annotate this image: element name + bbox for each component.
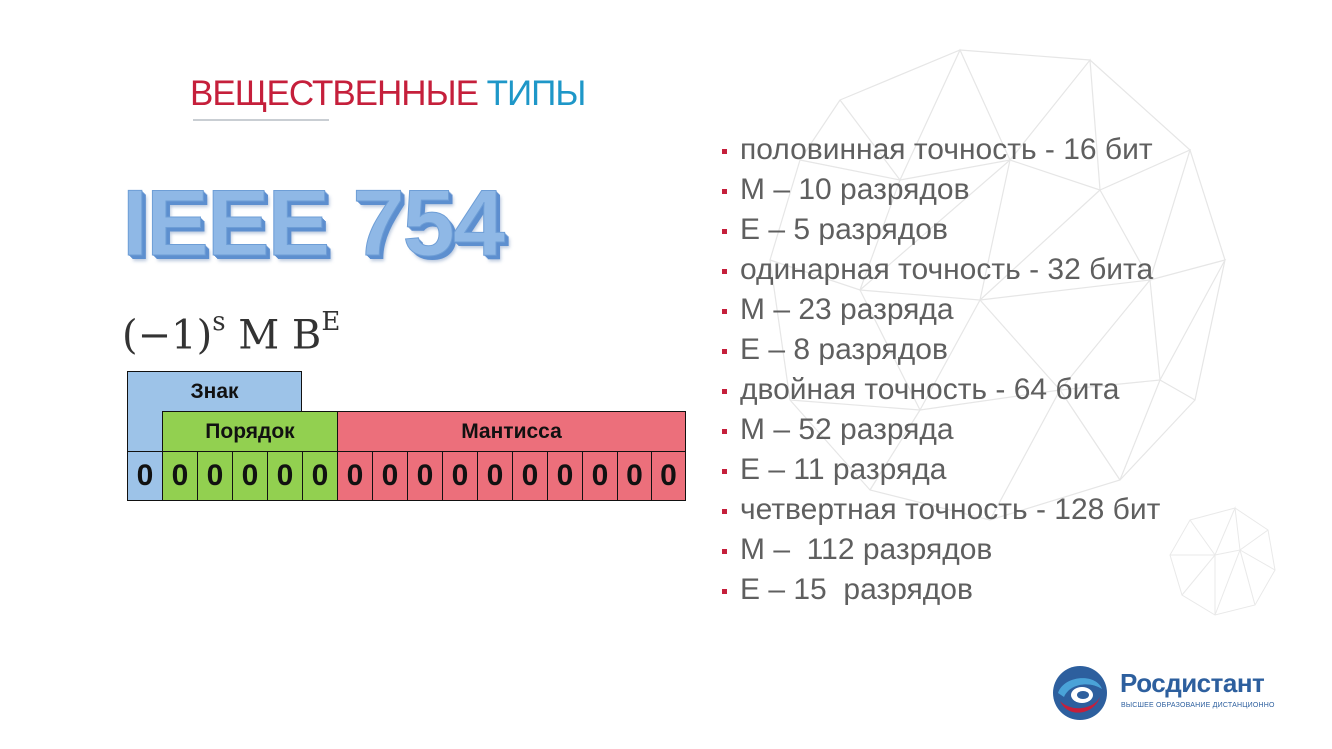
mantissa-bit: 0 <box>547 451 583 501</box>
sign-column-fill <box>128 410 162 452</box>
bullet-square-icon <box>722 469 727 474</box>
slide-title-part2: ТИПЫ <box>477 74 587 113</box>
sign-bit: 0 <box>127 451 163 501</box>
list-item: двойная точность - 64 бита <box>720 370 1160 410</box>
exponent-bit: 0 <box>232 451 268 501</box>
bullet-square-icon <box>722 549 727 554</box>
bullet-square-icon <box>722 229 727 234</box>
title-underline <box>193 119 329 121</box>
formula-sign-exponent: s <box>212 307 226 337</box>
formula-exponent: E <box>321 307 341 337</box>
list-item-text: М – 52 разряда <box>740 413 954 446</box>
list-item: Е – 15 разрядов <box>720 570 1160 610</box>
list-item-text: двойная точность - 64 бита <box>740 373 1120 406</box>
exponent-bit: 0 <box>197 451 233 501</box>
bullet-square-icon <box>722 149 727 154</box>
list-item-text: М – 23 разряда <box>740 293 954 326</box>
rosdistant-logo-icon <box>1053 666 1107 720</box>
list-item: одинарная точность - 32 бита <box>720 250 1160 290</box>
bullet-square-icon <box>722 389 727 394</box>
list-item-text: Е – 11 разряда <box>740 453 947 486</box>
mantissa-bit: 0 <box>372 451 408 501</box>
mantissa-bit: 0 <box>407 451 443 501</box>
brand-tagline: ВЫСШЕЕ ОБРАЗОВАНИЕ ДИСТАНЦИОННО <box>1121 702 1275 709</box>
mantissa-bit: 0 <box>337 451 373 501</box>
list-item-text: Е – 15 разрядов <box>740 573 973 606</box>
list-item-text: Е – 8 разрядов <box>740 333 948 366</box>
list-item: Е – 11 разряда <box>720 450 1160 490</box>
mantissa-bit: 0 <box>651 451 686 501</box>
exponent-label: Порядок <box>162 411 338 452</box>
list-item-text: одинарная точность - 32 бита <box>740 253 1154 286</box>
exponent-bit: 0 <box>302 451 338 501</box>
slide-title: ВЕЩЕСТВЕННЫЕ ТИПЫ <box>190 74 587 114</box>
list-item-text: четвертная точность - 128 бит <box>740 493 1161 526</box>
list-item-text: М – 10 разрядов <box>740 173 970 206</box>
list-item-text: Е – 5 разрядов <box>740 213 948 246</box>
brand-name: Росдистант <box>1120 668 1265 698</box>
bullet-square-icon <box>722 589 727 594</box>
mantissa-bit: 0 <box>617 451 652 501</box>
bullet-square-icon <box>722 349 727 354</box>
bullet-square-icon <box>722 269 727 274</box>
list-item: М – 112 разрядов <box>720 530 1160 570</box>
list-item: половинная точность - 16 бит <box>720 130 1160 170</box>
mantissa-bit: 0 <box>442 451 478 501</box>
list-item: четвертная точность - 128 бит <box>720 490 1160 530</box>
list-item-text: М – 112 разрядов <box>740 533 993 566</box>
list-item: Е – 5 разрядов <box>720 210 1160 250</box>
mantissa-bit: 0 <box>477 451 513 501</box>
formula-mid: M B <box>225 312 322 359</box>
list-item: Е – 8 разрядов <box>720 330 1160 370</box>
exponent-bit: 0 <box>162 451 198 501</box>
formula-base: (−1) <box>122 312 213 359</box>
list-item: М – 52 разряда <box>720 410 1160 450</box>
slide-title-part1: ВЕЩЕСТВЕННЫЕ <box>190 74 479 113</box>
ieee-heading: IEEE 754 <box>121 170 505 276</box>
bullet-square-icon <box>722 309 727 314</box>
mantissa-label: Мантисса <box>337 411 686 452</box>
mantissa-bit: 0 <box>512 451 548 501</box>
bullet-square-icon <box>722 509 727 514</box>
sign-label: Знак <box>127 371 302 412</box>
float-formula: (−1)s M BE <box>122 298 340 363</box>
mantissa-bit: 0 <box>582 451 618 501</box>
list-item: М – 23 разряда <box>720 290 1160 330</box>
precision-list: половинная точность - 16 бит М – 10 разр… <box>720 130 1160 610</box>
exponent-bit: 0 <box>267 451 303 501</box>
bullet-square-icon <box>722 189 727 194</box>
list-item: М – 10 разрядов <box>720 170 1160 210</box>
list-item-text: половинная точность - 16 бит <box>740 133 1153 166</box>
bullet-square-icon <box>722 429 727 434</box>
